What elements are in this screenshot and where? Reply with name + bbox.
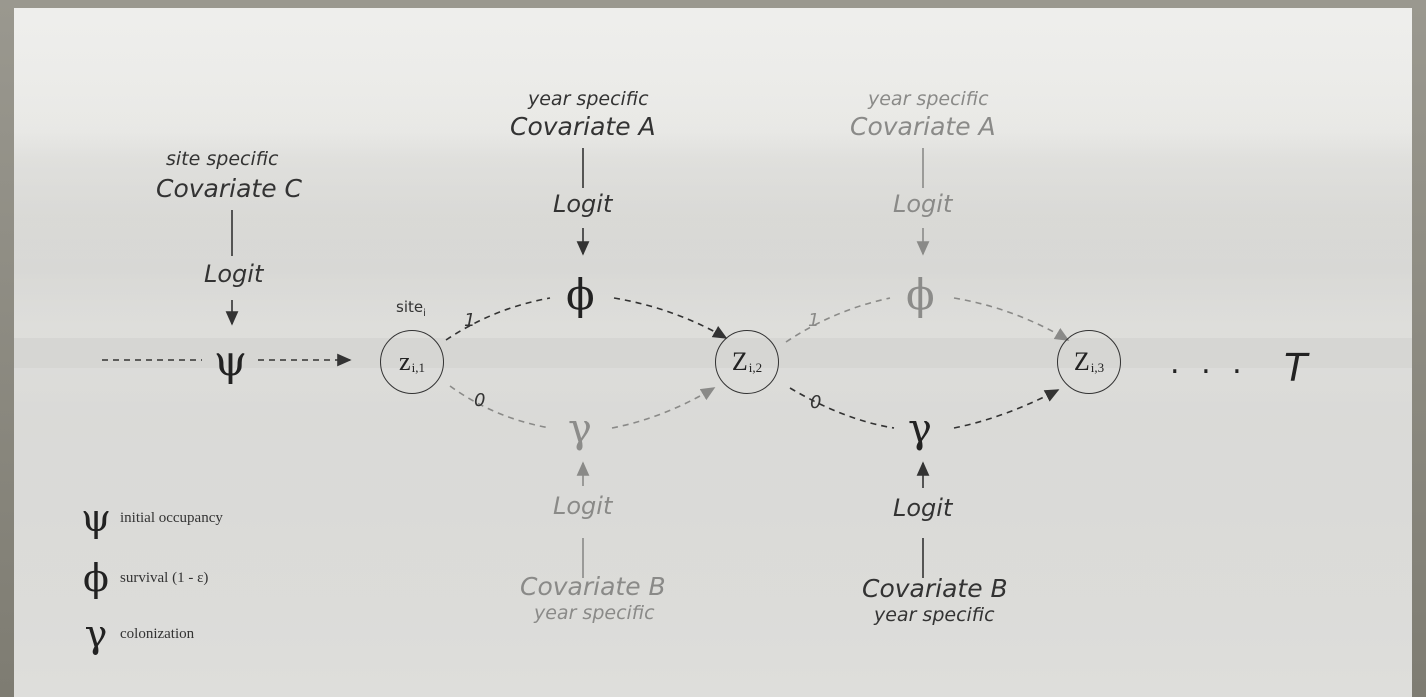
logit-gamma2: Logit — [893, 494, 953, 522]
edge-gamma2-z3 — [953, 389, 1060, 429]
edge-z2-gamma2 — [789, 387, 895, 429]
covc-qualifier: site specific — [166, 148, 279, 170]
legend-gamma-text: colonization — [120, 625, 195, 642]
legend-psi-icon: ψ — [81, 496, 111, 540]
psi-symbol: ψ — [214, 336, 247, 385]
edge-label-zero-1: 0 — [474, 390, 486, 411]
logit-gamma1: Logit — [553, 492, 613, 520]
edge-z1-phi1 — [445, 297, 551, 341]
cova2-name: Covariate A — [850, 112, 996, 141]
covb2-qualifier: year specific — [874, 604, 995, 626]
phi-symbol-1: ϕ — [566, 270, 595, 319]
covb1-name: Covariate B — [520, 572, 666, 601]
gamma-symbol-2: γ — [908, 406, 932, 452]
covb1-qualifier: year specific — [534, 602, 655, 624]
cova1-qualifier: year specific — [528, 88, 649, 110]
covb2-name: Covariate B — [862, 574, 1008, 603]
site-label: sitei — [396, 298, 426, 319]
diagram-panel: site specific Covariate C Logit ψ year s… — [14, 8, 1412, 697]
edge-z2-phi2 — [785, 297, 891, 343]
ellipsis: . . . — [1170, 346, 1248, 381]
phi-symbol-2: ϕ — [906, 270, 935, 319]
legend-psi: ψ initial occupancy — [76, 496, 223, 540]
legend-phi-text: survival (1 - ε) — [120, 569, 209, 586]
edge-phi2-z3 — [953, 297, 1070, 341]
covc-name: Covariate C — [156, 174, 302, 203]
edge-z1-gamma1 — [449, 385, 551, 429]
edge-label-one-1: 1 — [464, 310, 476, 331]
logit-psi: Logit — [204, 260, 264, 288]
edge-label-one-2: 1 — [808, 310, 820, 331]
background-haze — [14, 8, 1412, 697]
legend-gamma: γ colonization — [76, 612, 195, 656]
cova1-name: Covariate A — [510, 112, 656, 141]
edge-phi1-z2 — [613, 297, 728, 339]
cova2-qualifier: year specific — [868, 88, 989, 110]
legend-phi: ϕ survival (1 - ε) — [76, 556, 208, 600]
terminal-t: T — [1284, 346, 1308, 390]
legend-phi-icon: ϕ — [83, 556, 109, 600]
diagram-edges — [102, 148, 1070, 578]
legend-gamma-icon: γ — [84, 612, 108, 656]
gamma-symbol-1: γ — [568, 406, 592, 452]
logit-phi1: Logit — [553, 190, 613, 218]
logit-phi2: Logit — [893, 190, 953, 218]
edge-label-zero-2: 0 — [810, 392, 822, 413]
legend-psi-text: initial occupancy — [120, 509, 223, 526]
edge-gamma1-z2 — [611, 387, 716, 429]
